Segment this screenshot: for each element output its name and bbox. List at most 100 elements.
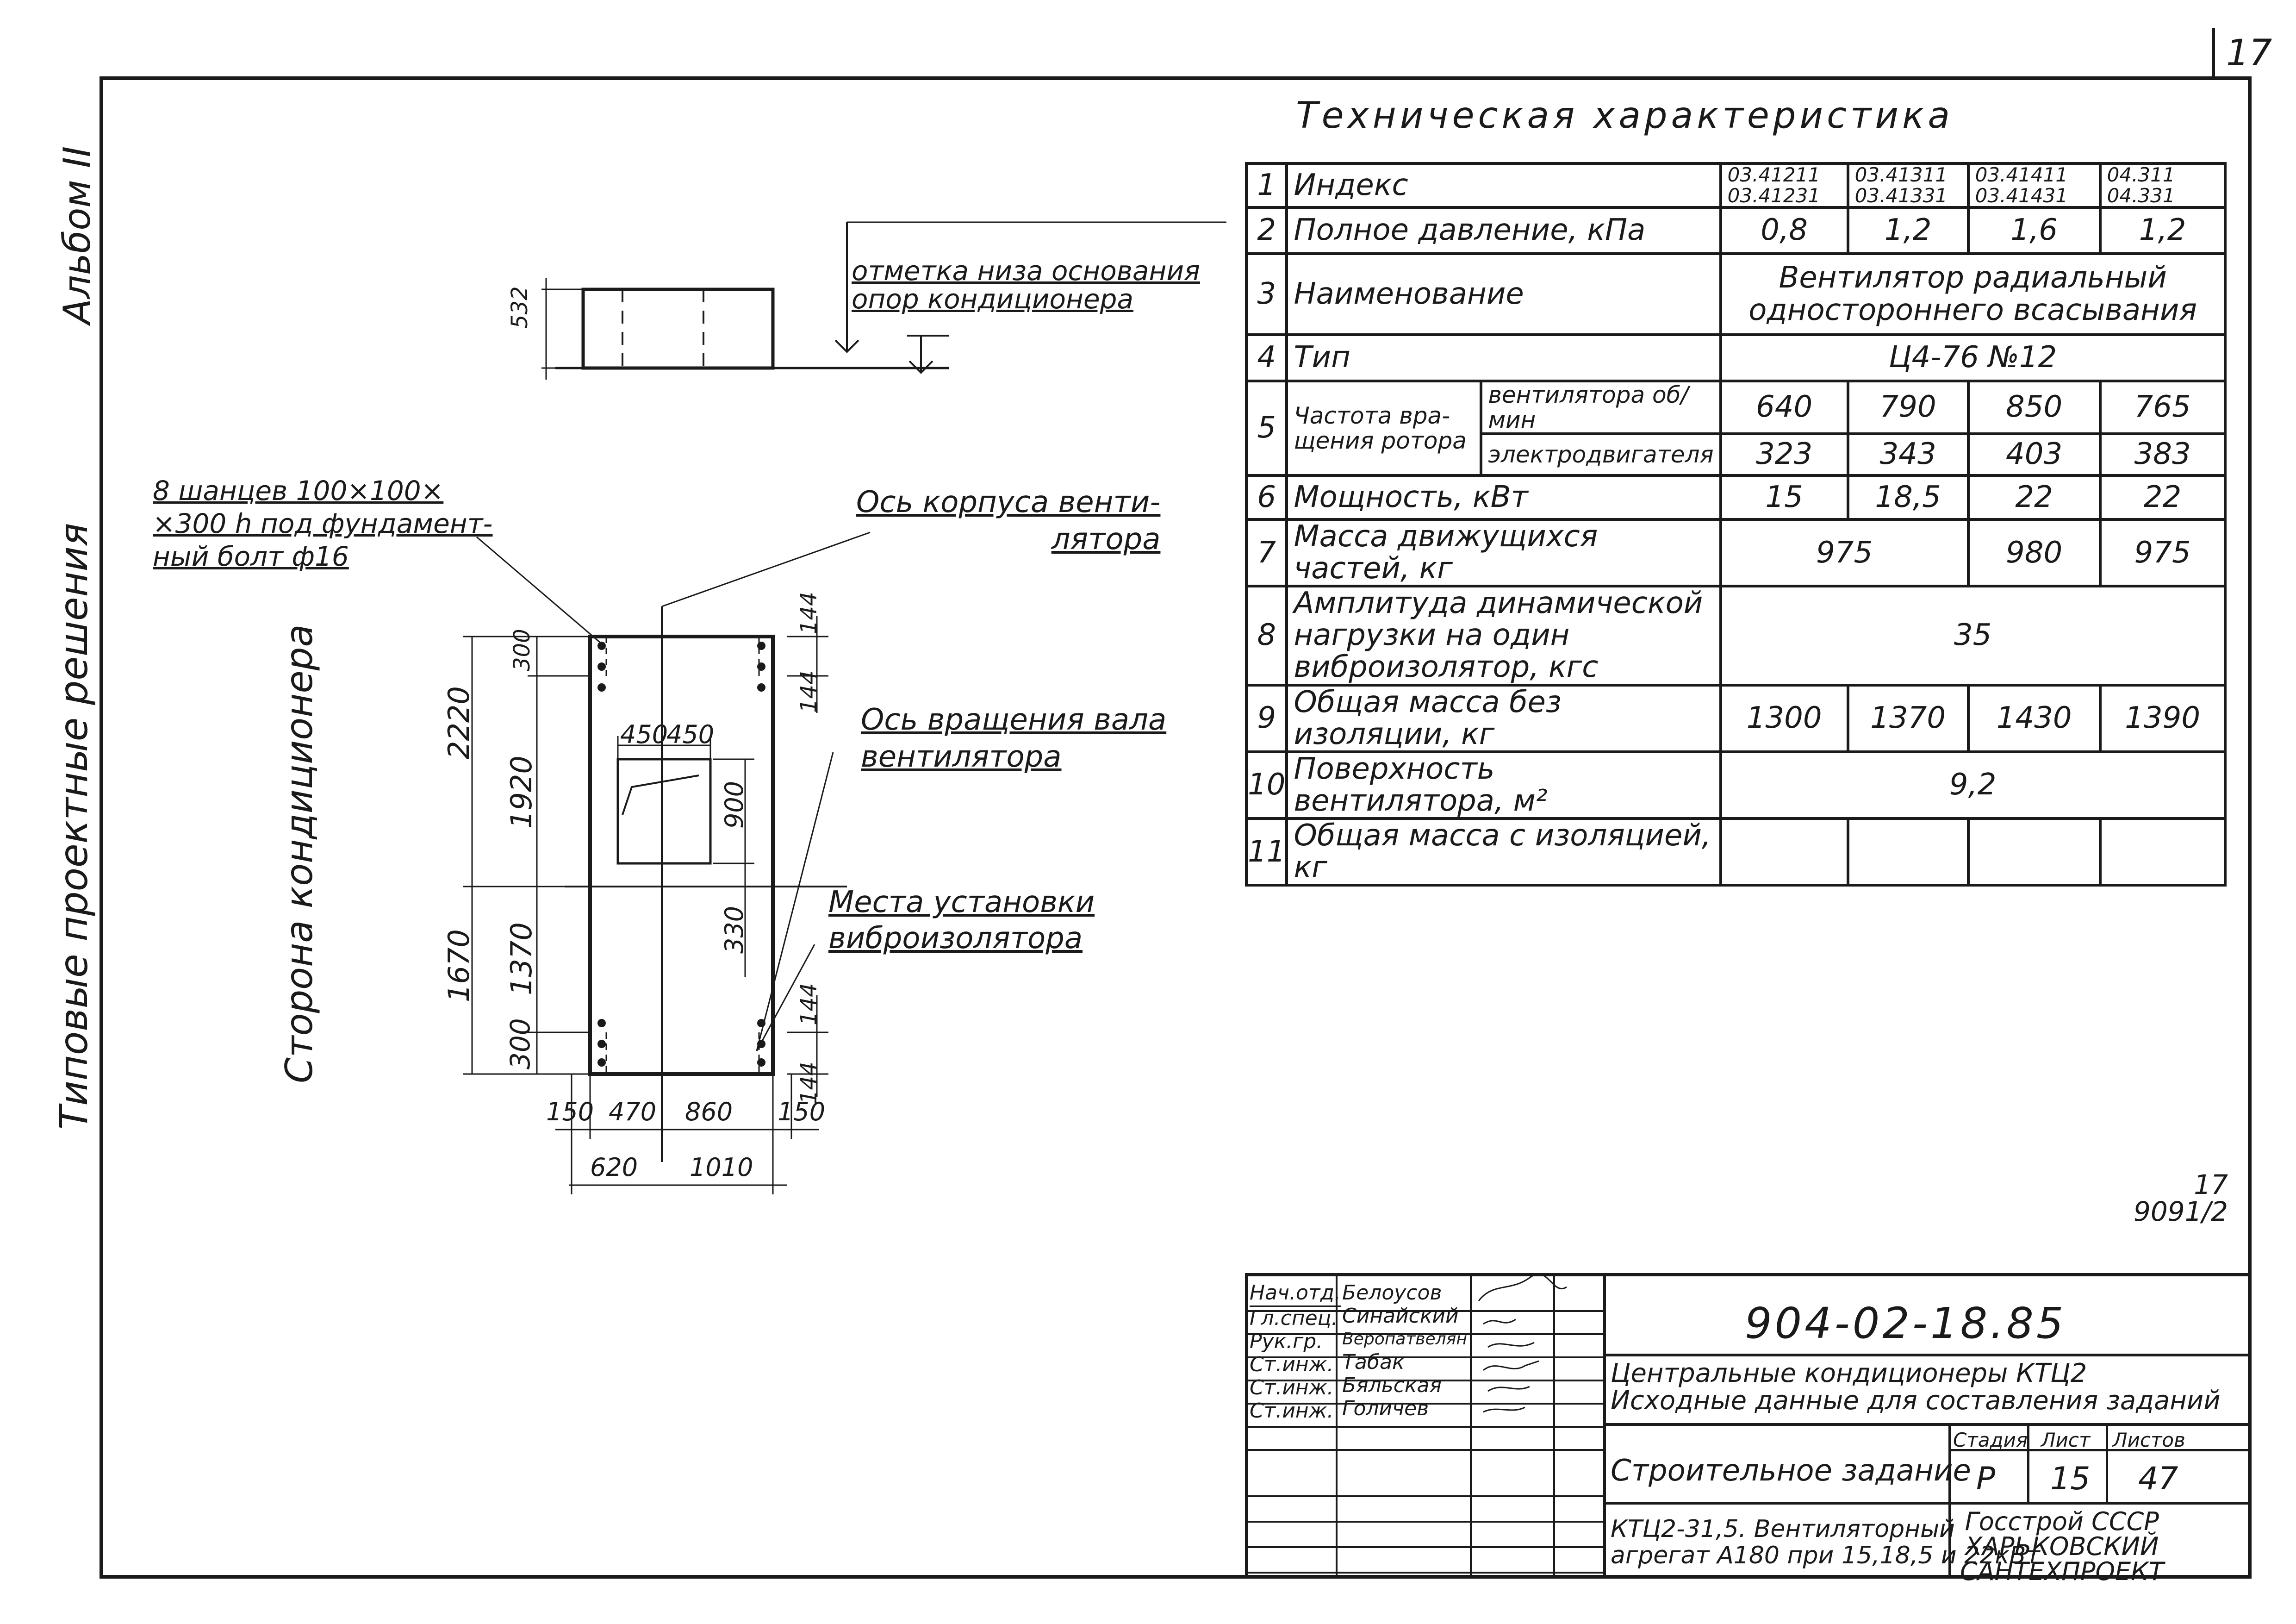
role: Ст.инж. (1250, 1376, 1334, 1399)
dim-330: 330 (720, 906, 749, 954)
value-cell: 323 (1719, 432, 1849, 477)
row-no: 8 (1244, 585, 1288, 687)
title-block: Нач.отд. Гл.спец. Рук.гр. Ст.инж. Ст.инж… (1245, 1273, 2252, 1584)
role: Гл.спец. (1250, 1306, 1338, 1330)
value-cell (1966, 817, 2102, 887)
value-cell: 975 (2098, 518, 2227, 588)
dim-1010: 1010 (690, 1153, 753, 1182)
name: Голичев (1342, 1397, 1429, 1420)
table-row: 7 Масса движущихся частей, кг 975 980 97… (1244, 518, 2227, 588)
value-cell: 22 (1966, 474, 2102, 521)
dim-450-left: 450 (620, 720, 668, 749)
name: Белоусов (1342, 1281, 1442, 1305)
dim-860: 860 (685, 1097, 733, 1126)
dim-470: 470 (609, 1097, 657, 1126)
name: Синайский (1342, 1304, 1459, 1328)
dim-1670: 1670 (442, 929, 476, 1002)
value-cell (1719, 817, 1849, 887)
table-row: электродвигателя 323 343 403 383 (1246, 432, 2227, 477)
dim-900: 900 (720, 781, 749, 829)
dim-2220: 2220 (442, 686, 476, 759)
row-no: 10 (1244, 750, 1288, 820)
value-cell: 383 (2098, 432, 2227, 477)
sheets-value: 47 (2138, 1461, 2178, 1497)
people-names: Белоусов Синайский Веропатвелян Табак Бя… (1342, 1281, 1467, 1420)
dim-532: 532 (507, 286, 533, 329)
row-label: Поверхность вентилятора, м² (1285, 750, 1722, 820)
shaft-axis-note: Ось вращения вала вентилятора (861, 703, 1167, 774)
table-row: 11 Общая масса с изоляцией, кг (1244, 817, 2227, 887)
row-label: Амплитуда динамической нагрузки на один … (1285, 585, 1722, 687)
row-label: Мощность, кВт (1285, 474, 1722, 521)
name: Бяльская (1342, 1374, 1442, 1397)
row-no: 3 (1244, 252, 1288, 336)
value-cell: 22 (2098, 474, 2227, 521)
value-cell: 1370 (1846, 683, 1970, 753)
name: Веропатвелян (1342, 1330, 1467, 1349)
row-label: Наименование (1285, 252, 1722, 336)
merged-value-cell: 35 (1719, 585, 2227, 687)
table-row: 2 Полное давление, кПа 0,8 1,2 1,6 1,2 (1244, 206, 2227, 255)
row-no: 4 (1244, 333, 1288, 382)
sheet-number-corner: 17 (2226, 32, 2272, 74)
sub-label: электродвигателя (1480, 432, 1722, 477)
value-cell: 640 (1719, 380, 1849, 435)
value-cell: 980 (1966, 518, 2102, 588)
value-cell: 1390 (2098, 683, 2227, 753)
index-cell: 03.41311 03.41331 (1846, 162, 1970, 209)
dim-144-1: 144 (796, 592, 822, 634)
people-roles: Нач.отд. Гл.спец. Рук.гр. Ст.инж. Ст.инж… (1250, 1281, 1341, 1423)
value-cell: 765 (2098, 380, 2227, 435)
dim-144-2: 144 (796, 670, 822, 713)
value-cell (1846, 817, 1970, 887)
dim-150-right: 150 (778, 1097, 826, 1126)
value-cell: 0,8 (1719, 206, 1849, 255)
row-no: 9 (1244, 683, 1288, 753)
value-cell: 1,6 (1966, 206, 2102, 255)
value-cell: 1,2 (2098, 206, 2227, 255)
row-no: 2 (1244, 206, 1288, 255)
sheet-header: Лист (2041, 1429, 2091, 1451)
table-row: 4 Тип Ц4-76 №12 (1244, 333, 2227, 382)
row-no: 11 (1244, 817, 1288, 887)
signatures (1478, 1274, 1567, 1413)
anchors-note: 8 шанцев 100×100× ×300 h под фундамент- … (153, 475, 493, 572)
index-cell: 03.41211 03.41231 (1719, 162, 1849, 209)
table-row: 6 Мощность, кВт 15 18,5 22 22 (1244, 474, 2227, 521)
stage-header: Стадия (1953, 1429, 2028, 1451)
role: Ст.инж. (1250, 1353, 1334, 1376)
row-label: Полное давление, кПа (1285, 206, 1722, 255)
row-label: Тип (1285, 333, 1722, 382)
dim-144-3: 144 (796, 983, 822, 1025)
value-cell: 1430 (1966, 683, 2102, 753)
organization: Госстрой СССР ХАРЬКОВСКИЙ САНТЕХПРОЕКТ (1960, 1507, 2164, 1586)
value-cell: 18,5 (1846, 474, 1970, 521)
value-cell: 15 (1719, 474, 1849, 521)
dim-1370: 1370 (504, 922, 538, 995)
sub-label: вентилятора об/мин (1480, 380, 1722, 435)
stage-value: Р (1976, 1461, 1996, 1497)
value-cell (2098, 817, 2227, 887)
tech-table: 1 Индекс 03.41211 03.41231 03.41311 03.4… (1244, 162, 2227, 887)
name: Табак (1342, 1350, 1405, 1374)
row-no: 1 (1244, 162, 1288, 209)
row-no: 6 (1244, 474, 1288, 521)
table-row: 3 Наименование Вентилятор радиальный одн… (1244, 252, 2227, 336)
fan-body-axis-note: Ось корпуса венти- лятора (856, 485, 1161, 556)
value-cell: 850 (1966, 380, 2102, 435)
dim-300-bottom: 300 (504, 1018, 536, 1069)
row-no: 5 (1244, 380, 1288, 477)
doc-code: 904-02-18.85 (1745, 1299, 2066, 1348)
dim-300-top: 300 (509, 629, 535, 671)
isolator-places-note: Места установки виброизолятора (828, 885, 1095, 956)
corner-tick (2212, 28, 2215, 79)
sheet-description: КТЦ2-31,5. Вентиляторный агрегат А180 пр… (1611, 1515, 2040, 1570)
sheet-frame (100, 76, 2252, 1579)
table-row: 9 Общая масса без изоляции, кг 1300 1370… (1244, 683, 2227, 753)
index-cell: 03.41411 03.41431 (1966, 162, 2102, 209)
dim-1920: 1920 (504, 756, 538, 829)
ref-code: 17 9091/2 (2134, 1169, 2228, 1227)
base-mark-note: отметка низа основания опор кондиционера (852, 255, 1200, 315)
dim-620: 620 (590, 1153, 638, 1182)
